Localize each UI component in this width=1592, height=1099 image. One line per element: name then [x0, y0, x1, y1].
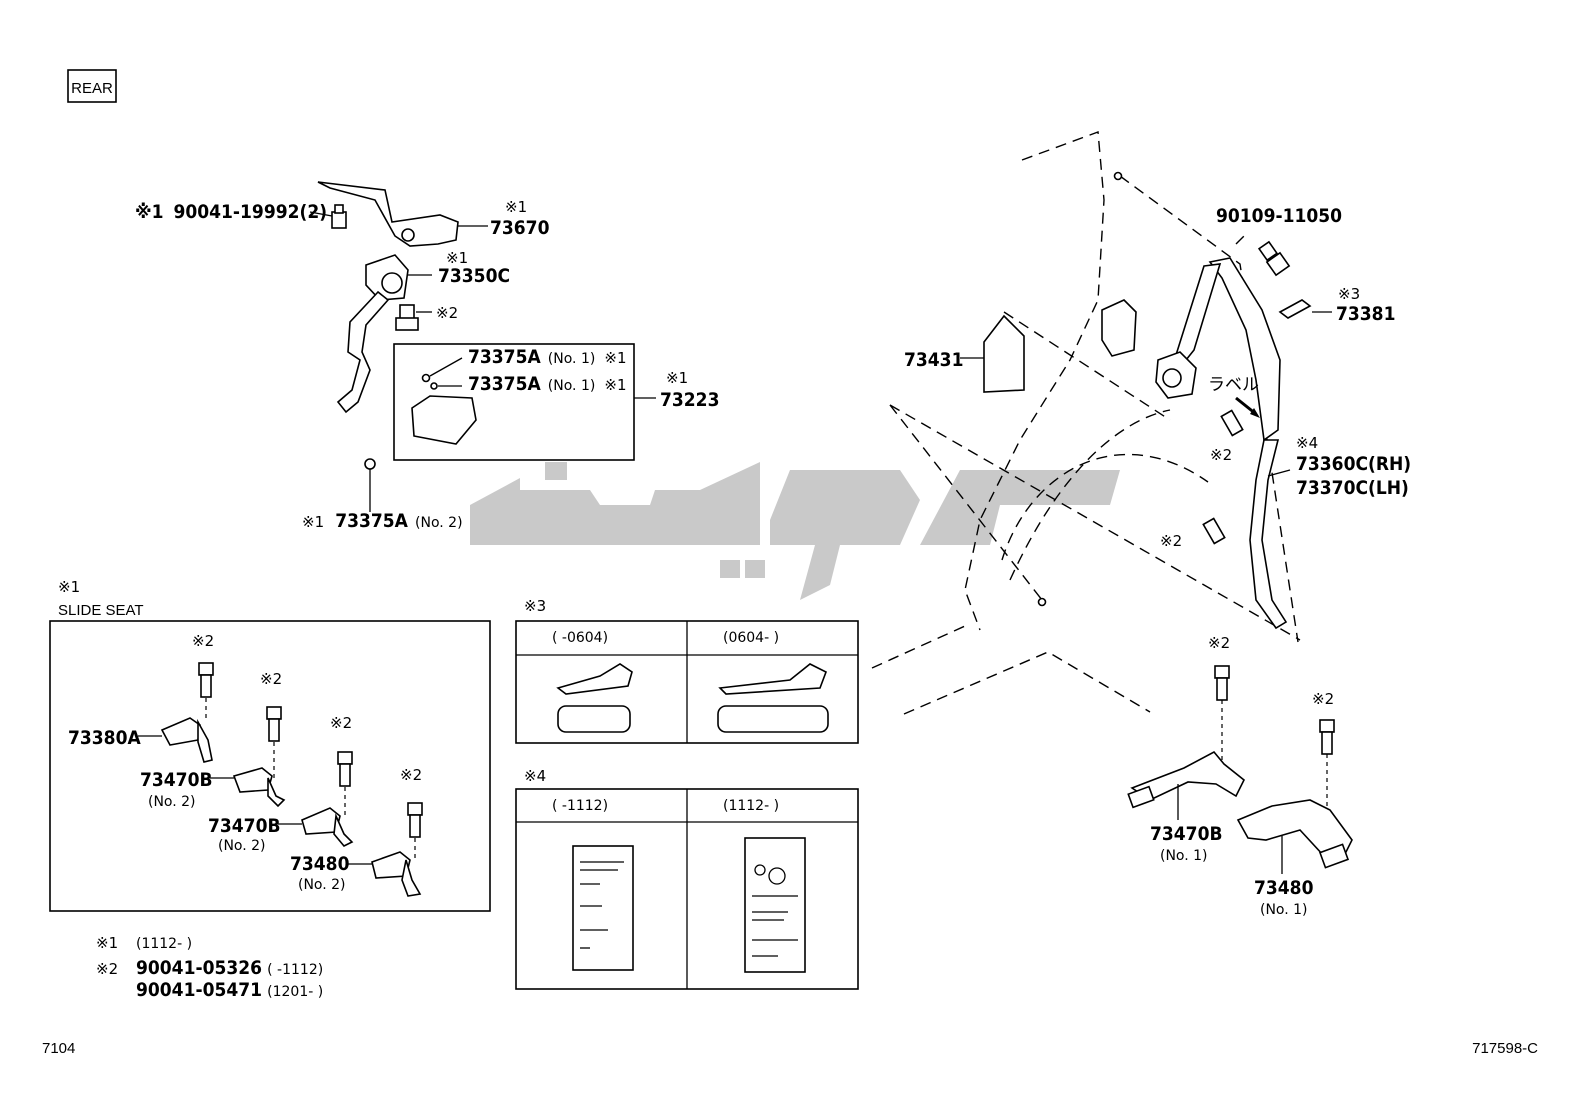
note1-mark: ※1 [96, 934, 118, 952]
variant-table-4: ※4 ( -1112) (1112- ) [515, 767, 859, 990]
mark-bolt-r2: ※2 [1160, 532, 1182, 550]
slide-seat-parts [138, 662, 423, 897]
note1-text: (1112- ) [136, 936, 192, 952]
mark-slide-seat: ※1 [58, 578, 80, 596]
mark-bolt-ss-2: ※2 [260, 670, 282, 688]
mark-bolt-r4: ※2 [1312, 690, 1334, 708]
mark-90041-19992: ※1 [135, 201, 164, 223]
bracket-73670-shape [317, 181, 459, 247]
note2-line2: 90041-05471 (1201- ) [136, 979, 323, 1001]
footnotes: ※1 (1112- ) ※2 90041-05326 ( -1112) 9004… [96, 934, 323, 1001]
label-90041-19992: 90041-19992(2) [173, 201, 327, 223]
table3-mark: ※3 [524, 597, 546, 615]
note2-mark: ※2 [96, 960, 118, 978]
label-73480-no1: 73480 [1254, 877, 1314, 899]
label-73375A-no2: ※1 73375A (No. 2) [302, 510, 463, 532]
table4-mark: ※4 [524, 767, 546, 785]
sub-73480-no1: (No. 1) [1260, 902, 1308, 918]
label-73470B-no1: 73470B [1150, 823, 1223, 845]
label-card-73431-shape [983, 314, 1025, 393]
label-jp: ラベル [1208, 375, 1259, 394]
variant-table-3: ※3 ( -0604) (0604- ) [515, 597, 859, 744]
label-73223: 73223 [660, 389, 719, 411]
label-73431: 73431 [904, 349, 963, 371]
sub-73480-ss: (No. 2) [298, 877, 346, 893]
label-73360C: 73360C(RH) [1296, 453, 1411, 475]
mark-bolt-ss-3: ※2 [330, 714, 352, 732]
belt-strap-shape [336, 290, 390, 414]
mark-73381: ※3 [1338, 285, 1360, 303]
mark-bolt-r3: ※2 [1208, 634, 1230, 652]
table4-header-2: (1112- ) [723, 798, 779, 814]
box-73223-line2: 73375A (No. 1) ※1 [468, 373, 627, 395]
mark-73350C: ※1 [446, 249, 468, 267]
footer-right-code: 717598-C [1472, 1040, 1538, 1057]
label-73350C: 73350C [438, 265, 510, 287]
slide-seat-labels: ※2 ※2 ※2 ※2 73380A 73470B (No. 2) 73470B… [68, 632, 422, 893]
anchor-73223-shape [411, 395, 477, 445]
label-73670: 73670 [490, 217, 550, 239]
svg-text:※1 90041-19992(2): ※1 90041-19992(2) [135, 201, 327, 223]
table3-header-2: (0604- ) [723, 630, 779, 646]
mark-belt: ※4 [1296, 434, 1318, 452]
mark-bolt-r1: ※2 [1210, 446, 1232, 464]
label-73380A: 73380A [68, 727, 141, 749]
sub-73470B-no1: (No. 1) [1160, 848, 1208, 864]
mark-bolt-tl: ※2 [436, 304, 458, 322]
label-73470B-ss-1: 73470B [140, 769, 213, 791]
label-73470B-ss-2: 73470B [208, 815, 281, 837]
table4-header-1: ( -1112) [552, 798, 608, 814]
sub-73470B-ss-1: (No. 2) [148, 794, 196, 810]
right-assembly [871, 131, 1353, 874]
mark-73223: ※1 [666, 369, 688, 387]
slide-seat-box [49, 620, 491, 912]
label-90109-11050: 90109-11050 [1216, 205, 1342, 227]
rear-tag: REAR [67, 69, 117, 103]
label-73480-ss: 73480 [290, 853, 350, 875]
watermark-logo [470, 462, 1120, 600]
rear-tag-text: REAR [71, 80, 113, 97]
table3-header-1: ( -0604) [552, 630, 608, 646]
top-left-assembly [309, 181, 656, 512]
footer-left-code: 7104 [42, 1040, 75, 1057]
sub-73470B-ss-2: (No. 2) [218, 838, 266, 854]
mark-73670: ※1 [505, 198, 527, 216]
note2-line1: 90041-05326 ( -1112) [136, 957, 323, 979]
box-73223-line1: 73375A (No. 1) ※1 [468, 346, 627, 368]
label-73370C: 73370C(LH) [1296, 477, 1409, 499]
bolt-90041-19992-shape [331, 204, 347, 229]
label-73381: 73381 [1336, 303, 1395, 325]
slide-seat-title: SLIDE SEAT [58, 602, 144, 619]
right-labels: 90109-11050 ※3 73381 73431 ラベル ※2 ※4 733… [904, 205, 1411, 918]
mark-bolt-ss-1: ※2 [192, 632, 214, 650]
mark-bolt-ss-4: ※2 [400, 766, 422, 784]
box-73223 [393, 343, 635, 461]
